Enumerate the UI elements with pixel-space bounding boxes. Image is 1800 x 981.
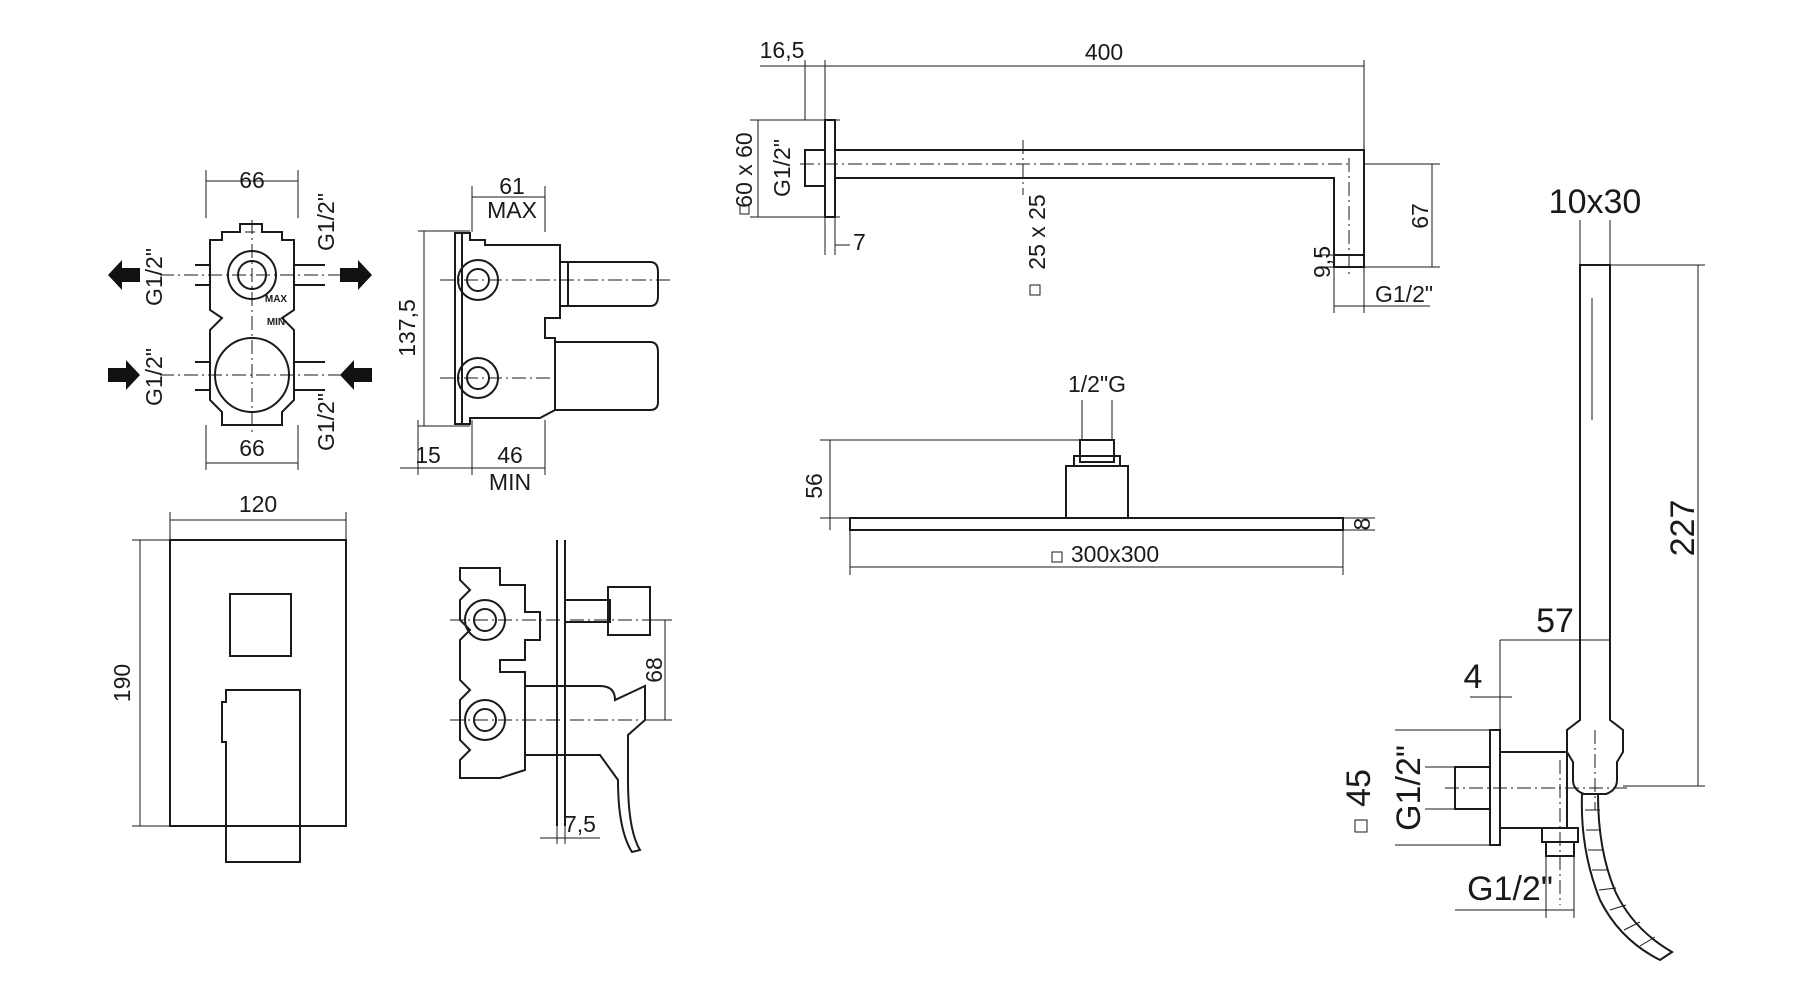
head-height-label: 56 (801, 473, 827, 499)
arm-thread-label: G1/2" (769, 139, 795, 197)
arm-section-label: 25 x 25 (1024, 194, 1050, 269)
thread-right-top: G1/2" (313, 193, 339, 251)
valve-bottom-width-label: 66 (239, 435, 265, 461)
arm-flange-thk-label: 7 (853, 229, 866, 255)
mixer-plate-label: 7,5 (564, 811, 596, 837)
outlet-arrow-left-top (108, 260, 140, 290)
valve-top-width-label: 66 (239, 167, 265, 193)
head-thread-label: 1/2"G (1068, 371, 1126, 397)
shower-arm-view: 16,5 400 60 x 60 G1/2" 7 25 x 25 67 9,5 … (731, 37, 1440, 313)
shower-head-view: 1/2"G 56 8 300x300 (801, 371, 1375, 575)
side-min-note: MIN (489, 469, 531, 495)
valve-body-front-view: 66 MAX MIN G1/2" G1/2" G1/2" G1/2" (108, 167, 372, 470)
plate-width-label: 120 (239, 491, 277, 517)
arm-outlet-len-label: 9,5 (1309, 246, 1335, 278)
arm-offset-label: 16,5 (760, 37, 805, 63)
side-left-label: 15 (415, 442, 441, 468)
max-marking: MAX (265, 294, 288, 305)
cover-plate-front-view: 120 190 (109, 491, 347, 863)
hand-length-label: 227 (1664, 500, 1702, 557)
outlet-arrow-right-top (340, 260, 372, 290)
arm-length-label: 400 (1085, 39, 1123, 65)
outlet-plate-label: 4 (1464, 658, 1483, 696)
head-size-label: 300x300 (1071, 541, 1159, 567)
side-min-depth-label: 46 (497, 442, 523, 468)
mixer-height-label: 68 (641, 657, 667, 683)
outlet-flange-label: 45 (1340, 769, 1378, 807)
plate-height-label: 190 (109, 664, 135, 702)
inlet-arrow-left-bottom (108, 360, 140, 390)
min-marking: MIN (267, 317, 285, 328)
outlet-depth-label: 57 (1536, 602, 1574, 640)
valve-body-side-view: 61 MAX 137,5 15 46 MIN (394, 173, 670, 495)
thread-right-bottom: G1/2" (313, 393, 339, 451)
arm-flange-label: 60 x 60 (731, 132, 757, 207)
thread-left-top: G1/2" (141, 248, 167, 306)
hand-shower-view: 10x30 227 57 4 45 G1/2 (1340, 183, 1705, 962)
arm-outlet-thread-label: G1/2" (1375, 281, 1433, 307)
side-depth-note: MAX (487, 197, 537, 223)
side-depth-label: 61 (499, 173, 525, 199)
hand-section-label: 10x30 (1549, 183, 1642, 221)
thread-left-bottom: G1/2" (141, 348, 167, 406)
arm-drop-label: 67 (1407, 203, 1433, 229)
outlet-thread-in-label: G1/2" (1390, 745, 1428, 831)
side-height-label: 137,5 (394, 299, 420, 357)
outlet-thread-out-label: G1/2" (1467, 870, 1553, 908)
inlet-arrow-right-bottom (340, 360, 372, 390)
head-thk-label: 8 (1349, 518, 1375, 531)
mixer-side-view: 68 7,5 (450, 540, 672, 854)
